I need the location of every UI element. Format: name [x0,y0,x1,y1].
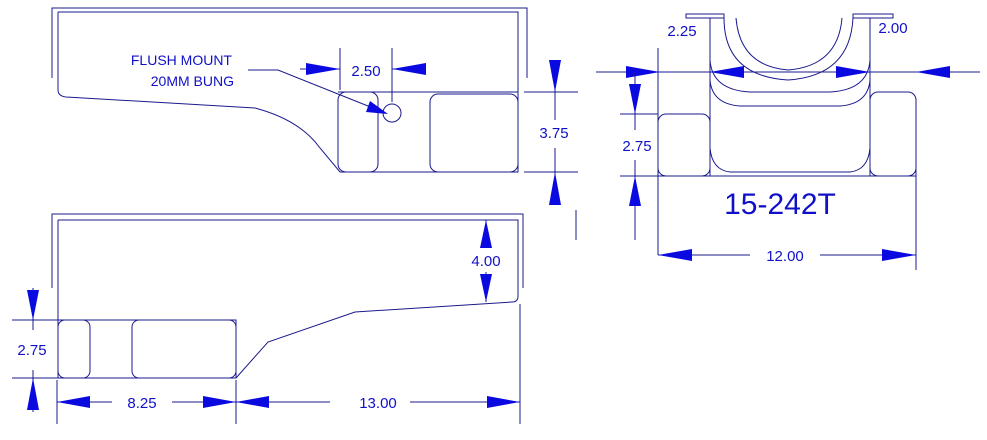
dim-3-75-lines [524,60,578,240]
dim-12-00-arrow-right [882,249,916,261]
dim-2-00-label: 2.00 [878,20,907,37]
dim-2-25-arrow-left [626,66,660,78]
side-sump-right-pocket [429,93,519,173]
dim-3-75-label: 3.75 [539,125,568,142]
end-view-left-rail [657,113,711,177]
bottom-view [12,213,524,424]
bung-leader-arrow [366,101,388,114]
part-number: 15-242T [724,188,836,221]
bottom-sump [57,319,237,379]
bottom-view-rail [51,213,524,379]
dim-2-75-end-lines [620,72,658,240]
bung-leader-line [248,69,379,111]
dim-2-75-bottom-arrow-top [27,290,39,320]
dim-2-50-arrow-left [306,63,340,75]
end-view-inner-line-2 [709,79,871,107]
dim-3-75-arrow-top [549,60,561,92]
bottom-sump-right-pocket [131,319,237,379]
dim-2-00-arrow-left [836,66,870,78]
end-view-sump-inner [709,147,871,173]
dim-2-25-arrow-right [710,66,744,78]
note-flush-mount: FLUSH MOUNT [131,52,233,68]
dim-3-75-arrow-bottom [549,172,561,205]
dim-13-00-label: 13.00 [359,395,397,412]
bottom-sump-left-pocket [57,319,91,379]
dim-2-75-end-arrow-bottom [629,176,641,206]
dim-2-00-arrow-right [916,66,950,78]
dim-13-00-arrow-left [236,396,269,408]
dim-13-00-arrow-right [487,396,520,408]
dim-4-00-label: 4.00 [471,253,500,270]
end-view-crank-cradle [685,13,894,176]
end-view-inner-line-1 [709,59,871,93]
end-view-right-rail [869,91,917,177]
end-view [596,13,980,270]
dim-2-50-label: 2.50 [351,63,380,80]
side-view-rail [51,7,528,173]
side-view [51,7,578,240]
dim-2-75-bottom-arrow-bottom [27,378,39,410]
dim-8-25-label: 8.25 [127,395,156,412]
dim-2-25-label: 2.25 [667,23,696,40]
dim-2-75-bottom-lines [12,288,58,412]
dim-8-25-arrow-right [203,396,236,408]
dim-2-75-end-arrow-top [629,84,641,114]
dim-2-75-end-label: 2.75 [622,138,651,155]
dim-12-00-label: 12.00 [766,248,804,265]
dim-4-00-arrow-bottom [480,274,492,302]
dim-2-75-bottom-label: 2.75 [17,342,46,359]
dim-2-50-arrow-right [392,63,426,75]
dim-4-00-arrow-top [480,220,492,248]
dim-8-25-arrow-left [57,396,90,408]
dim-12-00-arrow-left [658,249,692,261]
note-bung-size: 20MM BUNG [151,73,234,89]
